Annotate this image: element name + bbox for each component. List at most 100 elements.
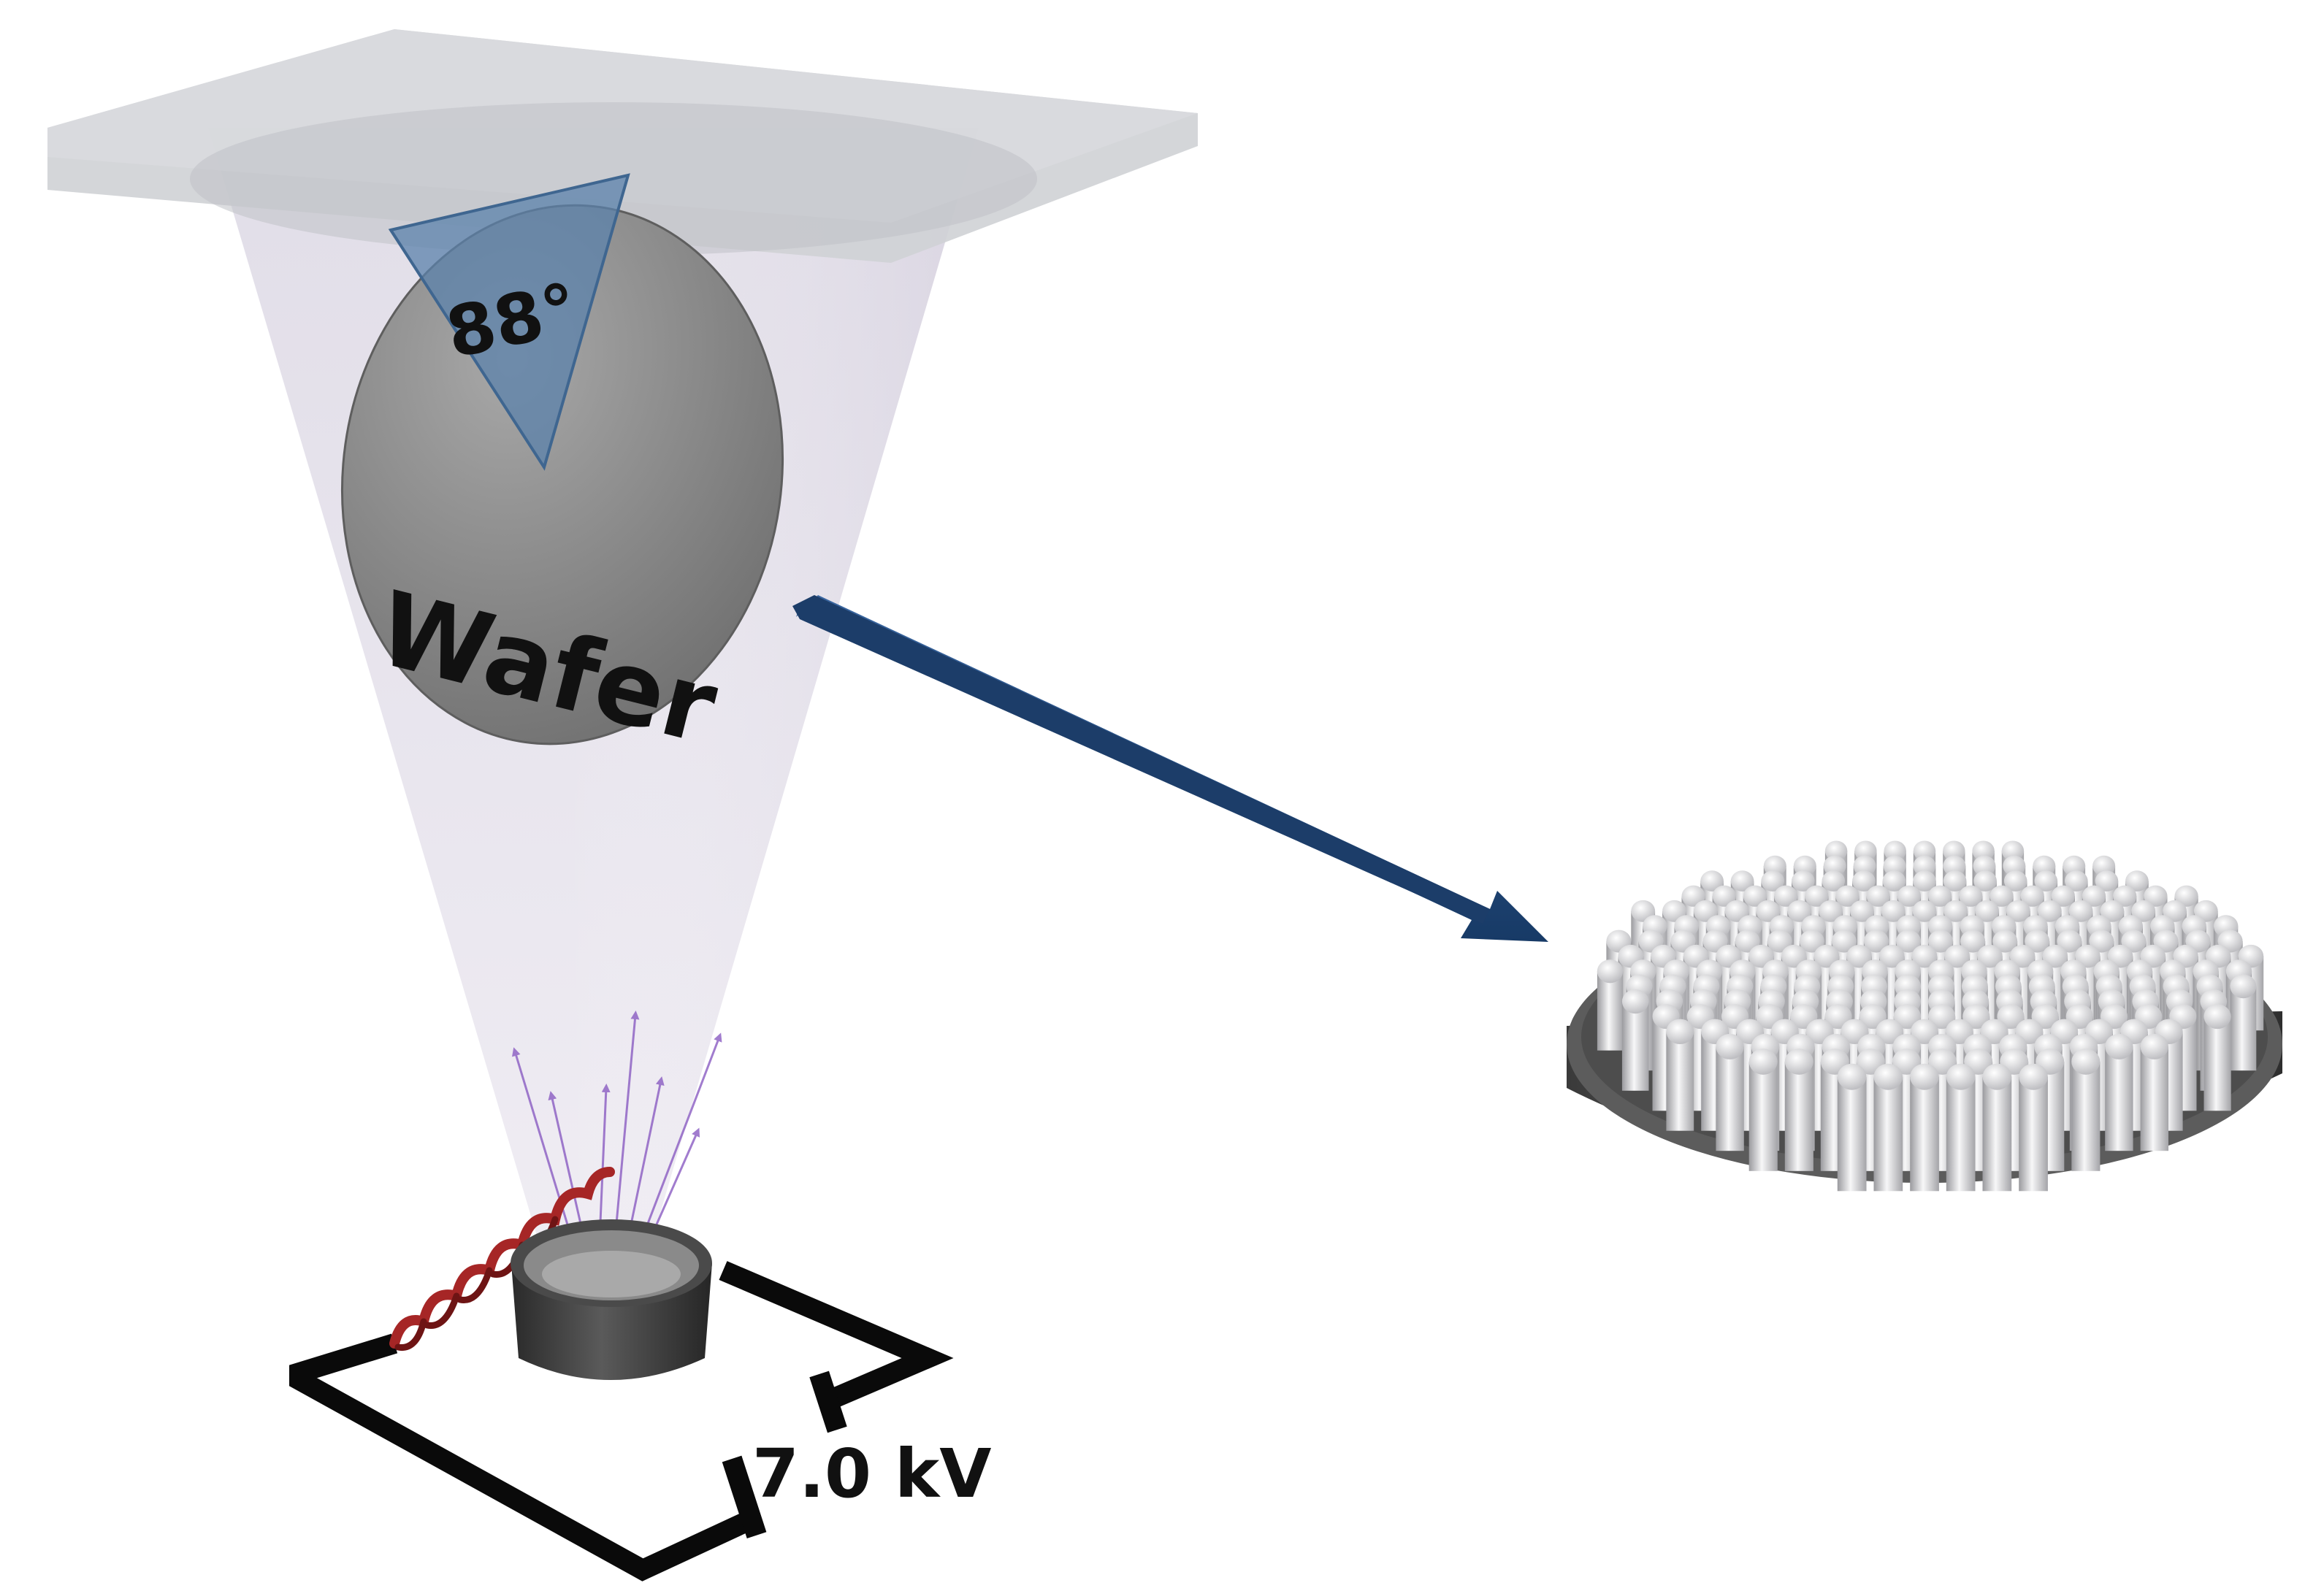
nanorod-cap: [1959, 885, 1983, 907]
nanorod-cap: [2113, 885, 2137, 907]
nanorod-cap: [2057, 929, 2082, 953]
nanorod-cap: [1756, 900, 1781, 922]
nanorod-cap: [1881, 900, 1906, 922]
nanorod-cap: [1716, 1033, 1744, 1059]
nanorod-cap: [1973, 870, 1997, 892]
nanorod-cap: [2034, 870, 2058, 892]
nanorod-cap: [1972, 840, 1995, 862]
nanorod-cap: [2033, 855, 2056, 876]
nanorod-cap: [2006, 900, 2030, 922]
nanorod-cap: [1799, 929, 1824, 953]
nanorod-cap: [2144, 885, 2168, 907]
nanorod-cap: [1946, 1063, 1976, 1090]
nanorod-cap: [1866, 885, 1890, 907]
nanorod-cap: [1992, 929, 2018, 953]
nanorod-cap: [1767, 929, 1792, 953]
nanorod-cap: [1824, 840, 1848, 862]
nanorod: [1666, 1031, 1694, 1131]
heating-coil: [389, 1167, 615, 1352]
nanorod-cap: [1784, 1048, 1813, 1075]
nanorod-cap: [2042, 944, 2068, 968]
nanorod-cap: [2203, 1004, 2231, 1030]
evaporation-crucible: [511, 1219, 712, 1380]
nanorod-cap: [1928, 1004, 1956, 1030]
nanorod-cap: [1748, 1048, 1778, 1075]
nanorod: [2203, 1016, 2231, 1111]
nanorod-cap: [1730, 870, 1754, 892]
nanorod-cap: [1962, 1004, 1990, 1030]
nanorod-cap: [1666, 1019, 1694, 1045]
nanorod: [2071, 1062, 2101, 1171]
nanorod-cap: [1945, 1019, 1973, 1045]
nanorod-cap: [1912, 900, 1937, 922]
nanorod-cap: [1896, 929, 1921, 953]
nanorod-cap: [1911, 944, 1938, 968]
nanorod-cap: [1863, 929, 1889, 953]
nanorod-cap: [1813, 944, 1840, 968]
nanorod-cap: [2025, 929, 2050, 953]
nanorod-cap: [2100, 900, 2125, 922]
nanorod-cap: [1913, 855, 1936, 876]
nanorod-cap: [2037, 900, 2062, 922]
nanorod-cap: [1911, 1019, 1938, 1045]
nanorod-cap: [2019, 1063, 2048, 1090]
nanorod: [1597, 971, 1624, 1051]
nanorod-cap: [2082, 885, 2106, 907]
nanorod-cap: [1681, 885, 1705, 907]
nanorod-cap: [1943, 900, 1968, 922]
nanorod-cap: [2071, 1048, 2101, 1075]
nanorod-cap: [2068, 900, 2093, 922]
nanorod-cap: [1835, 885, 1859, 907]
nanorod-cap: [1761, 870, 1784, 892]
nanorod-cap: [1712, 885, 1736, 907]
nanorod-cap: [1822, 870, 1846, 892]
nanorod-cap: [1743, 885, 1767, 907]
nanorod: [1837, 1076, 1867, 1192]
nanorod-cap: [1928, 929, 1953, 953]
nanorod-cap: [2065, 870, 2088, 892]
nanorod-cap: [1893, 1004, 1921, 1030]
nanorod: [1621, 1001, 1649, 1091]
nanorod-field: [1597, 840, 2264, 1192]
nanorod: [1946, 1076, 1976, 1192]
tilt-angle-wedge: [388, 173, 630, 471]
nanorod-cap: [2140, 1033, 2168, 1059]
nanorod-cap: [1850, 900, 1874, 922]
circuit-wire: [289, 1261, 954, 1582]
nanorod-cap: [1943, 855, 1966, 876]
nanorod-cap: [1662, 900, 1686, 922]
nanorod: [1748, 1062, 1778, 1171]
nanorod-cap: [2089, 929, 2114, 953]
nanorod: [1982, 1076, 2012, 1192]
nanorod-cap: [1897, 885, 1921, 907]
nanorod-cap: [1975, 900, 2000, 922]
nanorod-cap: [1884, 840, 1906, 862]
nanorod-cap: [1805, 885, 1829, 907]
nanorod: [2230, 986, 2257, 1071]
nanorod-cap: [1837, 1063, 1867, 1090]
nanorod: [2019, 1076, 2048, 1192]
process-arrow: [792, 595, 1548, 942]
nanorod: [2140, 1046, 2168, 1151]
nanorod-cap: [1831, 929, 1857, 953]
nanorod-cap: [2174, 885, 2198, 907]
nanorod-cap: [1700, 870, 1724, 892]
nanorod-cap: [1853, 855, 1876, 876]
nanorod-cap: [1597, 959, 1624, 984]
nanorod-cap: [2001, 840, 2025, 862]
nanorod-cap: [2003, 870, 2027, 892]
voltage-label: 7.0 kV: [752, 1435, 991, 1513]
nanorod-cap: [1819, 900, 1843, 922]
nanorod-cap: [1913, 840, 1936, 862]
nanorod: [1784, 1062, 1813, 1171]
nanorod: [1873, 1076, 1903, 1192]
nanorod-array-substrate: [1567, 840, 2282, 1192]
nanorod-cap: [1982, 1063, 2012, 1090]
nanorod-cap: [1846, 944, 1872, 968]
nanorod-cap: [1693, 900, 1718, 922]
nanorod-cap: [1882, 870, 1906, 892]
nanorod-cap: [2095, 870, 2119, 892]
nanorod: [2105, 1046, 2133, 1151]
nanorod-cap: [1852, 870, 1876, 892]
